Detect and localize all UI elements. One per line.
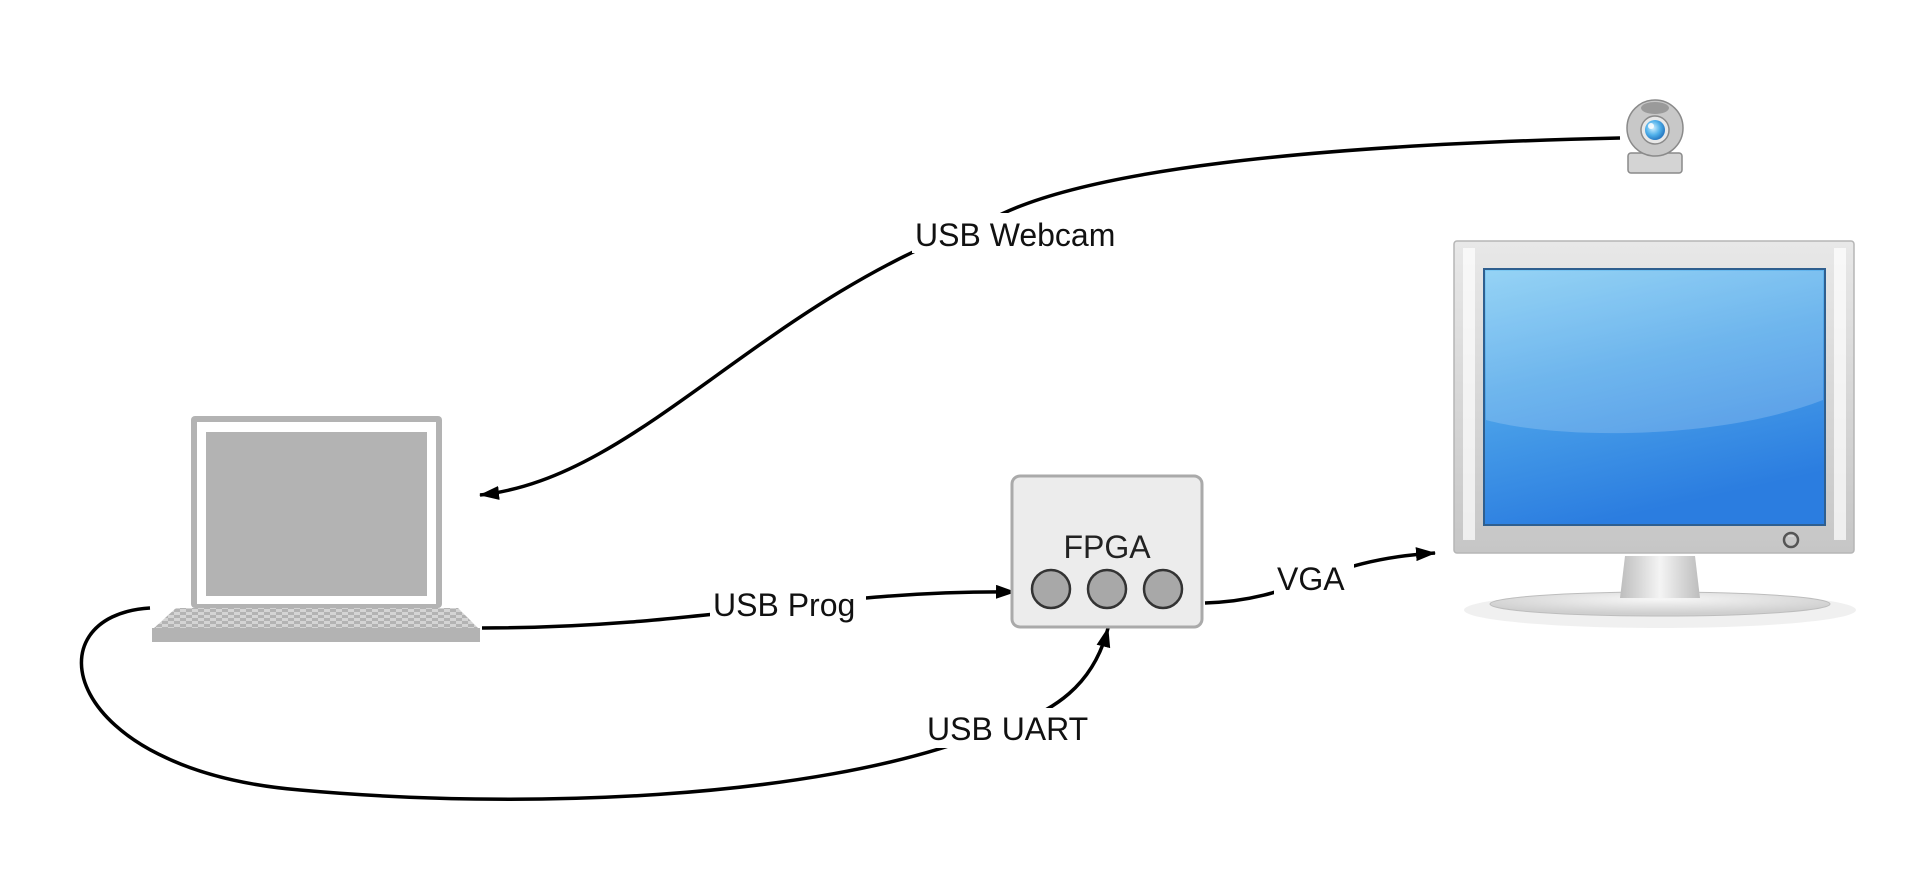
fpga-label: FPGA: [1063, 529, 1151, 565]
monitor-icon: [1453, 240, 1856, 628]
laptop-icon: [152, 416, 480, 642]
usb-prog-label-group: USB Prog: [710, 586, 866, 626]
vga-label-group: VGA: [1274, 560, 1354, 600]
usb-webcam-label-group: USB Webcam: [912, 213, 1128, 253]
usb-prog-label: USB Prog: [713, 587, 855, 623]
usb-webcam-wire: [479, 136, 1621, 500]
fpga-button-2: [1086, 568, 1128, 610]
usb-uart-label: USB UART: [927, 711, 1088, 747]
usb-webcam-label: USB Webcam: [915, 217, 1115, 253]
vga-label: VGA: [1277, 561, 1345, 597]
usb-uart-label-group: USB UART: [924, 708, 1102, 748]
fpga-node: FPGA: [1010, 474, 1204, 629]
fpga-button-3: [1142, 568, 1184, 610]
fpga-button-1: [1030, 568, 1072, 610]
webcam-icon: [1626, 99, 1684, 174]
